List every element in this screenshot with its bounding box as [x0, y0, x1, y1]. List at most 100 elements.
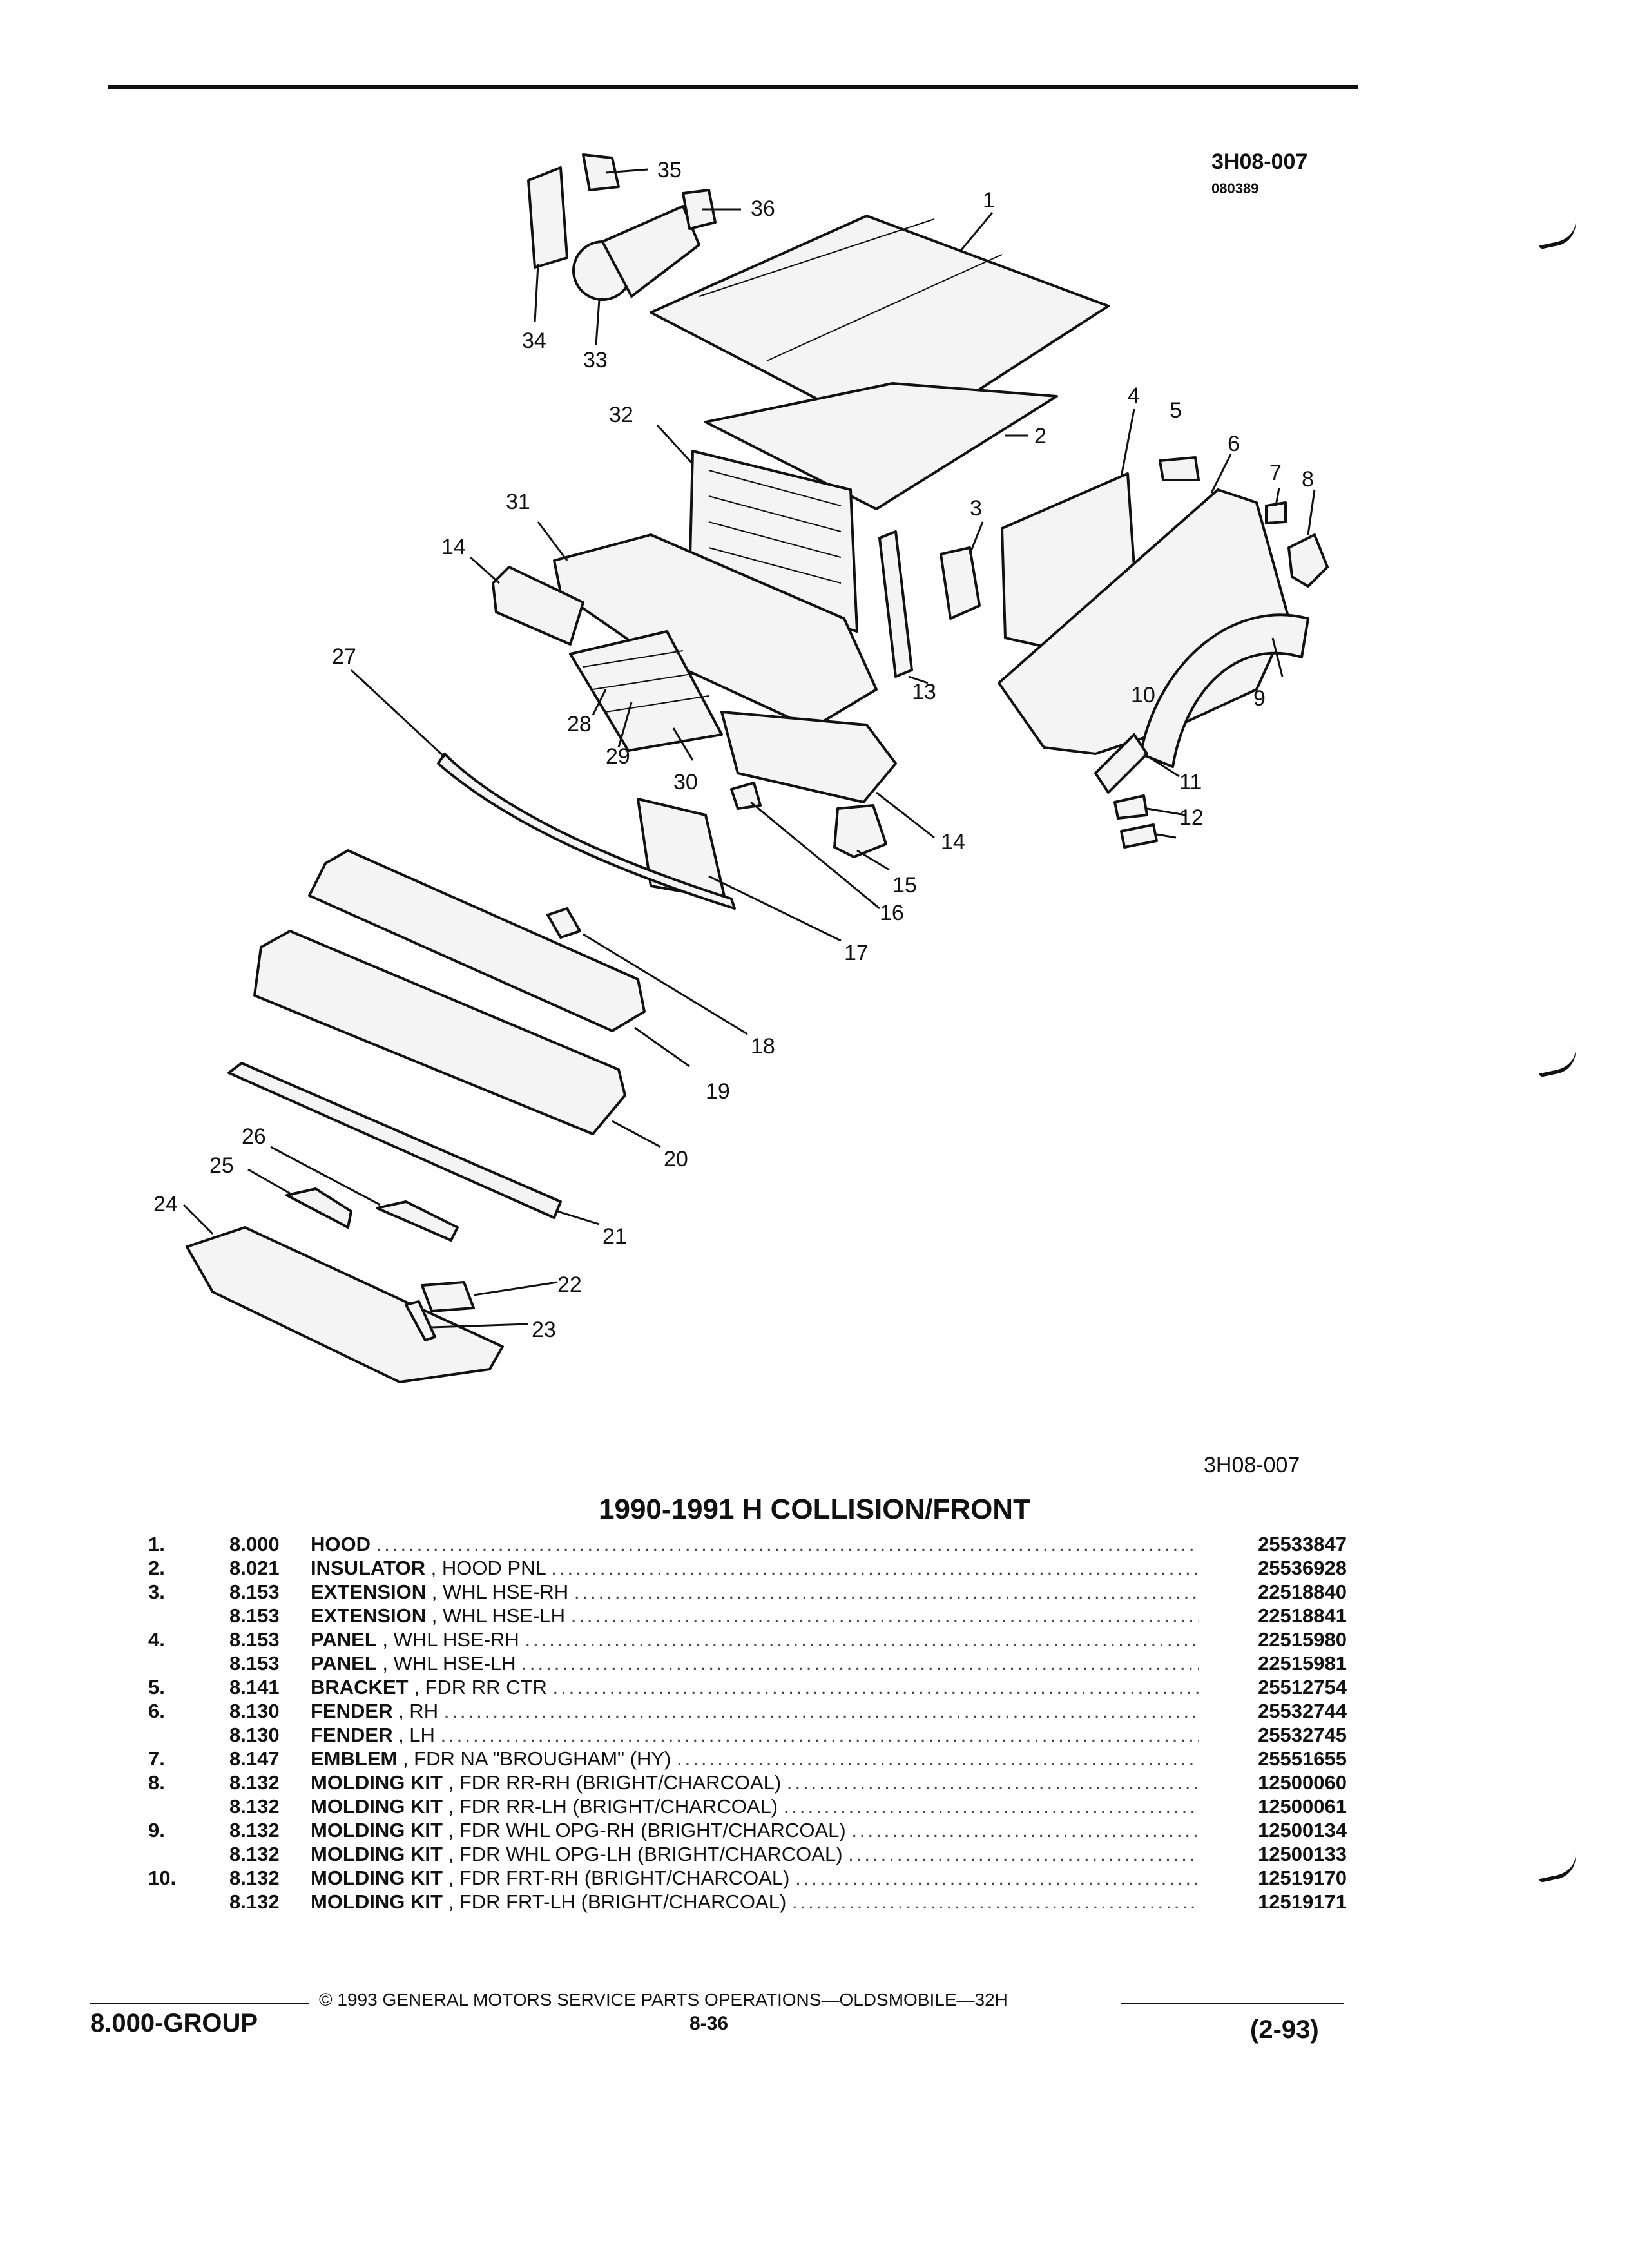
part-name: FENDER [311, 1724, 393, 1746]
callout-24: 24 [153, 1192, 178, 1216]
part-description: MOLDING KIT , FDR FRT-LH (BRIGHT/CHARCOA… [311, 1890, 1199, 1914]
part-detail: , FDR FRT-RH (BRIGHT/CHARCOAL) [448, 1867, 790, 1889]
fender-shape [998, 488, 1290, 755]
part-number: 22515980 [1258, 1628, 1347, 1651]
part-description: HOOD ...................................… [311, 1532, 1199, 1556]
footer-rule-left [90, 2003, 309, 2004]
dot-leader: ........................................… [443, 1700, 1199, 1722]
headlamp-left-shape [492, 566, 584, 646]
part-group-number: 8.132 [229, 1867, 280, 1889]
insulator-shape [704, 382, 1058, 510]
part-ref-number: 9. [148, 1819, 165, 1841]
dot-leader: ........................................… [851, 1819, 1199, 1841]
part-detail: , WHL HSE-RH [431, 1581, 569, 1603]
part-group-number: 8.147 [229, 1747, 280, 1770]
dot-leader: ........................................… [677, 1747, 1199, 1770]
part-number: 12500060 [1258, 1771, 1347, 1794]
part-description: MOLDING KIT , FDR WHL OPG-RH (BRIGHT/CHA… [311, 1818, 1199, 1842]
callout-18: 18 [751, 1034, 775, 1059]
part-number: 12500133 [1258, 1843, 1347, 1865]
part-name: MOLDING KIT [311, 1867, 443, 1889]
dot-leader: ........................................… [525, 1628, 1199, 1651]
part-detail: , FDR FRT-LH (BRIGHT/CHARCOAL) [448, 1890, 787, 1913]
callout-2: 2 [1034, 424, 1046, 448]
part-name: MOLDING KIT [311, 1819, 443, 1841]
callout-14-right: 14 [941, 830, 965, 854]
callout-29: 29 [606, 744, 630, 769]
callout-20: 20 [664, 1147, 688, 1171]
part-name: MOLDING KIT [311, 1771, 443, 1794]
footer-rule-right [1121, 2003, 1344, 2004]
part-number: 25532744 [1258, 1700, 1347, 1722]
dot-leader: ........................................… [574, 1581, 1199, 1603]
part-name: PANEL [311, 1652, 377, 1675]
part-name: PANEL [311, 1628, 377, 1651]
part-group-number: 8.153 [229, 1604, 280, 1627]
dot-leader: ........................................… [848, 1843, 1199, 1865]
part-number: 12500134 [1258, 1819, 1347, 1841]
part-detail: , FDR RR-LH (BRIGHT/CHARCOAL) [448, 1795, 778, 1818]
parts-list: 1. 8.000 HOOD ............................… [148, 1532, 1347, 1914]
bumper-fascia-shape [253, 930, 626, 1135]
callout-28: 28 [567, 712, 592, 736]
part-description: INSULATOR , HOOD PNL ...................… [311, 1556, 1199, 1580]
callout-15: 15 [892, 873, 917, 898]
callout-9: 9 [1253, 686, 1266, 711]
callout-4: 4 [1128, 383, 1140, 408]
part-name: INSULATOR [311, 1557, 425, 1579]
impact-bar-shape [308, 849, 646, 1032]
callout-16: 16 [880, 901, 904, 925]
parts-row: 1. 8.000 HOOD ............................… [148, 1532, 1347, 1556]
part-description: MOLDING KIT , FDR FRT-RH (BRIGHT/CHARCOA… [311, 1866, 1199, 1890]
dot-leader: ........................................… [570, 1604, 1199, 1627]
part-group-number: 8.153 [229, 1628, 280, 1651]
part-number: 25532745 [1258, 1724, 1347, 1746]
footer-copyright: © 1993 GENERAL MOTORS SERVICE PARTS OPER… [319, 1990, 1008, 2010]
part-name: HOOD [311, 1533, 371, 1555]
callout-6: 6 [1228, 432, 1240, 456]
callout-32: 32 [609, 403, 633, 427]
parts-row: 8.153 EXTENSION , WHL HSE-LH ............… [148, 1604, 1347, 1628]
part-ref-number: 7. [148, 1747, 165, 1770]
part-number: 25533847 [1258, 1533, 1347, 1555]
part-name: MOLDING KIT [311, 1890, 443, 1913]
part-detail: , WHL HSE-LH [431, 1604, 566, 1627]
callout-17: 17 [844, 941, 869, 965]
exploded-parts-diagram: 1 2 3 4 5 6 7 8 9 10 11 12 13 14 14 15 1… [153, 153, 1329, 1383]
part-name: FENDER [311, 1700, 393, 1722]
diagram-code-bottom: 3H08-007 [1204, 1453, 1300, 1477]
part-description: EMBLEM , FDR NA "BROUGHAM" (HY) ........… [311, 1747, 1199, 1771]
wheelhouse-extension-shape [940, 546, 981, 620]
part-group-number: 8.132 [229, 1771, 280, 1794]
callout-26: 26 [242, 1124, 266, 1149]
bumper-strip-shape [227, 1062, 562, 1219]
callout-30: 30 [673, 770, 698, 794]
dot-leader: ........................................… [552, 1676, 1199, 1698]
part-ref-number: 1. [148, 1533, 165, 1555]
dot-leader: ........................................… [795, 1867, 1199, 1889]
part-number: 22518841 [1258, 1604, 1347, 1627]
grille-shape [569, 630, 723, 752]
parts-row: 7. 8.147 EMBLEM , FDR NA "BROUGHAM" (HY) .… [148, 1747, 1347, 1771]
part-group-number: 8.000 [229, 1533, 280, 1555]
callout-35: 35 [657, 158, 682, 182]
diagram-date: 080389 [1211, 180, 1259, 197]
callout-13: 13 [912, 680, 936, 704]
part-number: 25512754 [1258, 1676, 1347, 1698]
callout-21: 21 [602, 1224, 627, 1249]
wheel-molding-shape [1139, 613, 1309, 768]
part-name: EXTENSION [311, 1604, 427, 1627]
parking-lamp-shape [833, 804, 887, 858]
callout-22: 22 [557, 1273, 582, 1297]
part-group-number: 8.132 [229, 1843, 280, 1865]
top-rule [108, 85, 1358, 89]
part-name: MOLDING KIT [311, 1795, 443, 1818]
callout-19: 19 [706, 1079, 730, 1104]
